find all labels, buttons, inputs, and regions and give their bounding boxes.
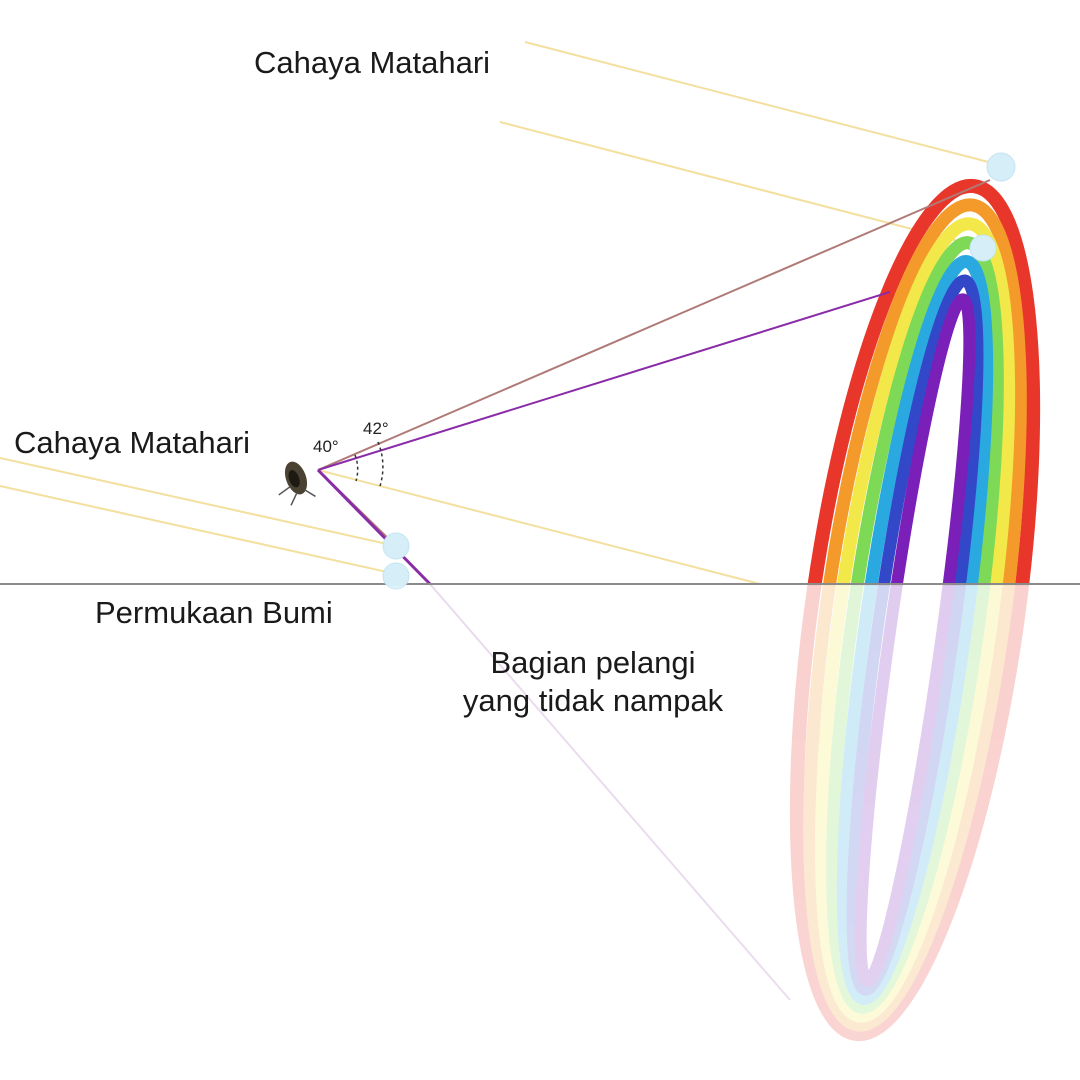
hidden-region-veil — [0, 586, 1080, 1080]
angle-arc-40 — [354, 454, 359, 482]
rainbow-band-indigo — [846, 274, 984, 584]
sun-rays-left — [0, 457, 761, 585]
water-droplet-icon — [382, 532, 410, 560]
rainbow-band-yellow — [814, 217, 1016, 584]
antisolar-line — [317, 469, 761, 585]
water-droplet-icon — [969, 234, 997, 262]
angle-arcs — [354, 441, 384, 487]
violet-ray — [317, 291, 891, 471]
sun-ray — [0, 457, 397, 547]
red-ray — [317, 179, 991, 471]
rainbow-band-violet — [854, 293, 976, 584]
angle-arc-42 — [377, 441, 384, 487]
rainbow-band-orange — [803, 198, 1027, 584]
sunlight-label-top: Cahaya Matahari — [254, 45, 491, 80]
sun-ray — [524, 41, 1001, 166]
droplets — [382, 152, 1016, 590]
water-droplet-icon — [382, 562, 410, 590]
angle-label-42: 42° — [363, 419, 389, 438]
rainbow-band-blue — [836, 255, 994, 584]
lower-violet-ray — [316, 468, 432, 586]
sun-rays-top — [499, 41, 1001, 249]
ground-label: Permukaan Bumi — [95, 595, 333, 630]
hidden-rainbow-label: Bagian pelangi yang tidak nampak — [452, 644, 734, 720]
rainbow-band-green — [826, 236, 1004, 584]
sun-ray — [499, 121, 986, 249]
hidden-rainbow-label-line2: yang tidak nampak — [462, 683, 724, 718]
sunlight-label-left: Cahaya Matahari — [14, 425, 251, 460]
eye-icon — [278, 461, 316, 506]
angle-label-40: 40° — [313, 437, 339, 456]
hidden-rainbow-label-line1: Bagian pelangi — [490, 645, 696, 680]
sun-ray — [0, 485, 397, 575]
water-droplet-icon — [986, 152, 1016, 182]
